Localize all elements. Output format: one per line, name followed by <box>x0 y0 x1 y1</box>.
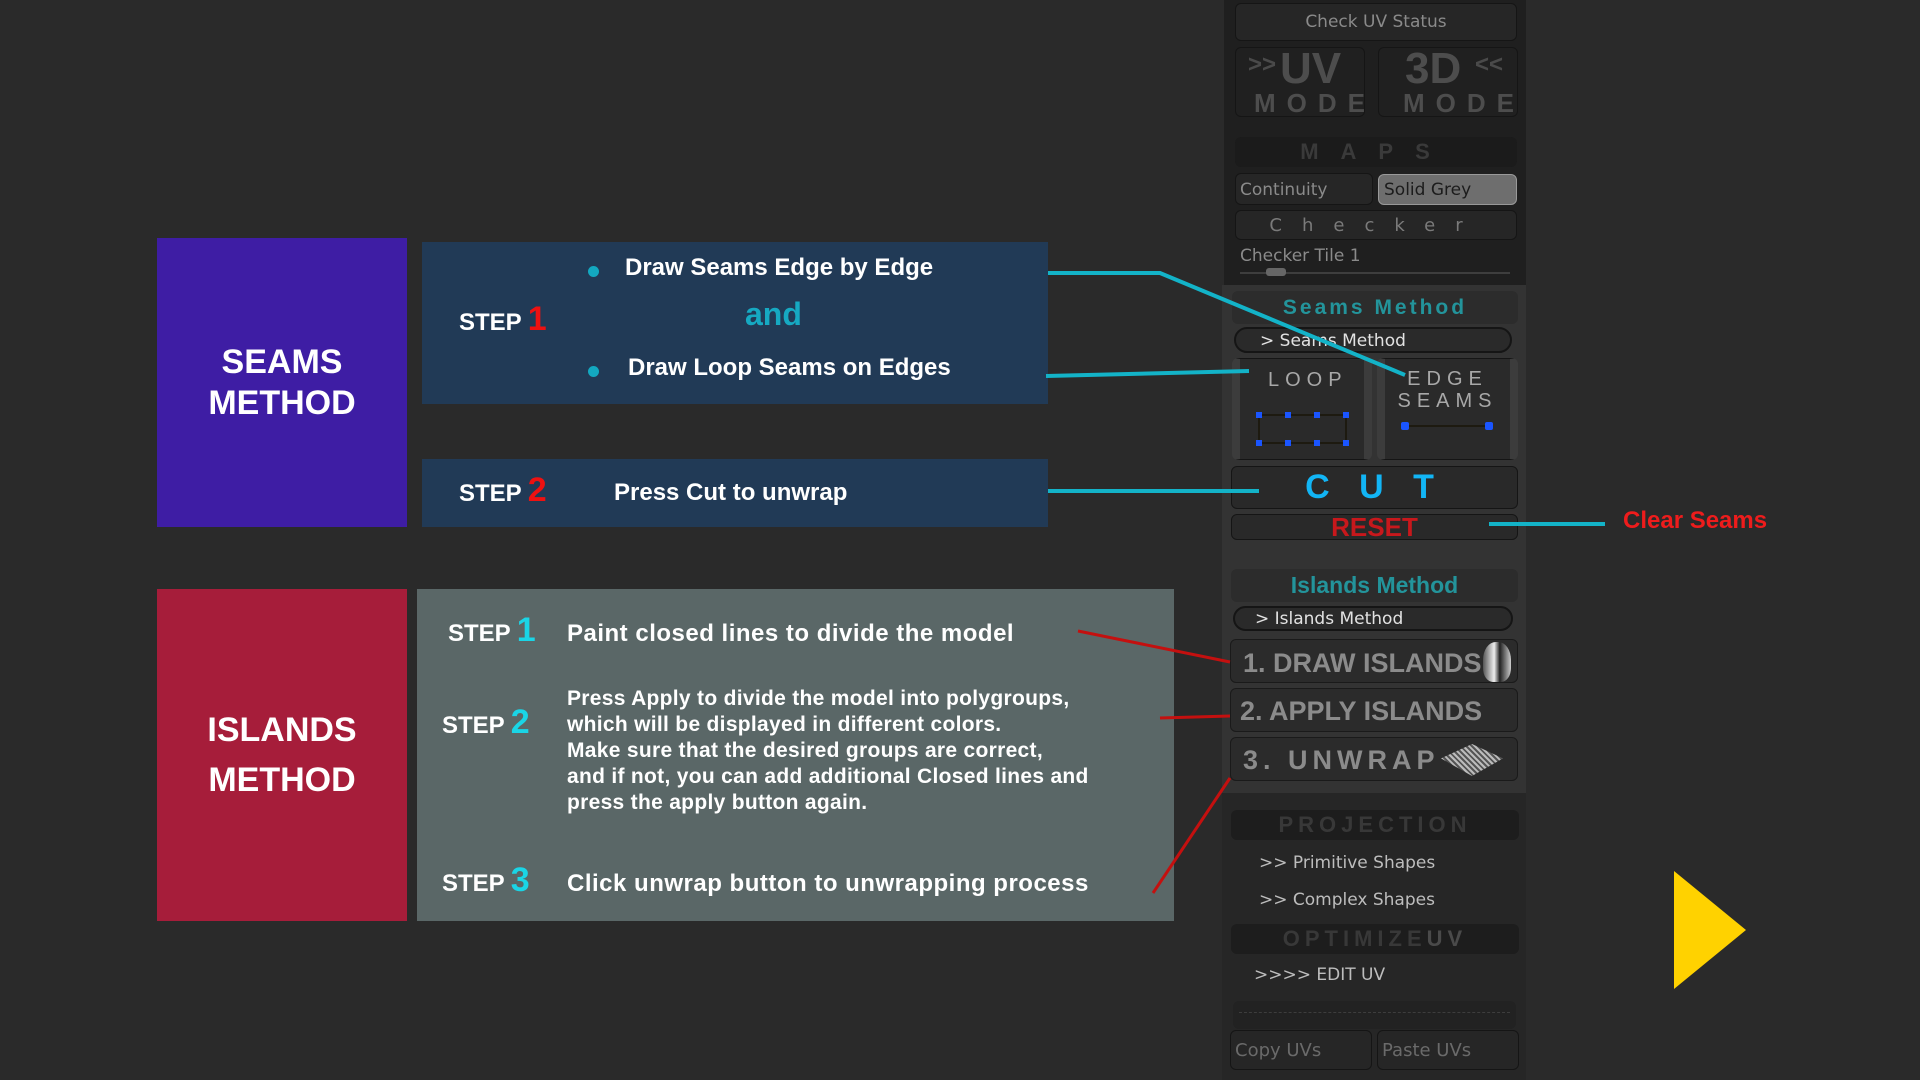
seams-title-line2: METHOD <box>208 383 356 422</box>
edge-seams-label: EDGE SEAMS <box>1385 368 1510 412</box>
optimize-word: OPTIMIZE <box>1282 926 1427 951</box>
seams-step1-and: and <box>745 296 802 332</box>
optimize-uv-word: UV <box>1426 926 1468 951</box>
step-word: STEP <box>459 309 522 336</box>
islands-method-title-box: ISLANDS METHOD <box>157 589 407 921</box>
step-number: 1 <box>516 611 536 649</box>
projection-header: PROJECTION <box>1231 810 1519 840</box>
islands-step3-text: Click unwrap button to unwrapping proces… <box>567 870 1089 897</box>
primitive-shapes-item[interactable]: >> Primitive Shapes <box>1259 853 1436 873</box>
islands-step2-text: Press Apply to divide the model into pol… <box>567 686 1167 816</box>
3d-mode-arrows: << <box>1475 51 1504 78</box>
seams-method-title-box: SEAMS METHOD <box>157 238 407 527</box>
draw-islands-button[interactable]: 1. DRAW ISLANDS <box>1230 639 1518 683</box>
complex-shapes-item[interactable]: >> Complex Shapes <box>1259 890 1435 910</box>
uv-mesh-icon <box>1441 744 1503 776</box>
head-model-icon <box>1483 642 1511 682</box>
edge-seams-button[interactable]: EDGE SEAMS <box>1377 358 1518 460</box>
paste-uvs-button[interactable]: Paste UVs <box>1377 1030 1519 1070</box>
step-number: 2 <box>510 703 530 741</box>
seams-method-dropdown[interactable]: > Seams Method <box>1234 327 1512 353</box>
bullet-icon <box>588 266 599 277</box>
loop-seams-button[interactable]: LOOP <box>1232 358 1372 460</box>
reset-button[interactable]: RESET <box>1231 512 1518 542</box>
apply-islands-label: 2. APPLY ISLANDS <box>1240 696 1483 726</box>
apply-islands-button[interactable]: 2. APPLY ISLANDS <box>1230 688 1518 732</box>
checker-tile-label: Checker Tile 1 <box>1240 246 1361 266</box>
step-word: STEP <box>459 480 522 507</box>
edge-seams-line2: SEAMS <box>1397 390 1498 412</box>
dashed-divider <box>1239 1012 1510 1013</box>
loop-label: LOOP <box>1268 369 1348 391</box>
step-word: STEP <box>448 620 511 647</box>
edge-seams-line1: EDGE <box>1407 368 1488 390</box>
step-word: STEP <box>442 870 505 897</box>
uv-mode-arrows: >> <box>1248 51 1277 78</box>
uv-mode-button[interactable]: >> UV MODE <box>1235 44 1365 118</box>
seams-method-header: Seams Method <box>1232 291 1518 324</box>
uv-mode-small: MODE <box>1254 88 1376 118</box>
3d-mode-big: 3D <box>1405 44 1462 93</box>
text-line: Press Apply to divide the model into pol… <box>567 687 1070 710</box>
checker-tile-slider-handle[interactable] <box>1266 268 1286 276</box>
islands-step1-text: Paint closed lines to divide the model <box>567 620 1015 647</box>
step-word: STEP <box>442 712 505 739</box>
checker-button[interactable]: Checker <box>1235 210 1517 240</box>
unwrap-label: 3. UNWRAP <box>1243 745 1440 775</box>
draw-islands-label: 1. DRAW ISLANDS <box>1243 648 1482 678</box>
maps-header: MAPS <box>1235 137 1517 167</box>
seams-step2-text: Press Cut to unwrap <box>614 479 848 506</box>
copy-uvs-button[interactable]: Copy UVs <box>1230 1030 1372 1070</box>
text-line: press the apply button again. <box>567 791 868 814</box>
seams-title-line1: SEAMS <box>221 342 343 381</box>
seams-step1-bullet1: Draw Seams Edge by Edge <box>625 254 934 281</box>
cut-button[interactable]: C U T <box>1231 466 1518 509</box>
uv-mode-big: UV <box>1280 44 1342 93</box>
solid-grey-button[interactable]: Solid Grey <box>1378 174 1517 205</box>
check-uv-status-button[interactable]: Check UV Status <box>1235 3 1517 41</box>
edit-uv-item[interactable]: >>>> EDIT UV <box>1254 965 1386 985</box>
step-number: 3 <box>510 861 530 899</box>
3d-mode-button[interactable]: 3D << MODE <box>1378 44 1518 118</box>
unwrap-button[interactable]: 3. UNWRAP <box>1230 737 1518 781</box>
islands-title-line2: METHOD <box>208 761 356 799</box>
next-arrow-icon[interactable] <box>1674 871 1748 991</box>
islands-title-line1: ISLANDS <box>207 711 357 749</box>
text-line: Make sure that the desired groups are co… <box>567 739 1043 762</box>
clear-seams-annotation: Clear Seams <box>1623 507 1768 534</box>
step-number: 1 <box>527 300 547 338</box>
edge-seams-icon <box>1401 422 1493 430</box>
loop-seams-icon <box>1256 412 1349 446</box>
islands-method-dropdown[interactable]: > Islands Method <box>1233 606 1513 631</box>
connector-loop <box>1045 369 1250 378</box>
continuity-button[interactable]: Continuity <box>1235 173 1373 205</box>
step-number: 2 <box>527 471 547 509</box>
islands-method-header: Islands Method <box>1231 569 1518 602</box>
separator-row <box>1233 1001 1516 1029</box>
seams-step1-bullet2: Draw Loop Seams on Edges <box>628 354 951 381</box>
bullet-icon <box>588 366 599 377</box>
3d-mode-small: MODE <box>1403 88 1525 118</box>
text-line: which will be displayed in different col… <box>567 713 1002 736</box>
text-line: and if not, you can add additional Close… <box>567 765 1089 788</box>
